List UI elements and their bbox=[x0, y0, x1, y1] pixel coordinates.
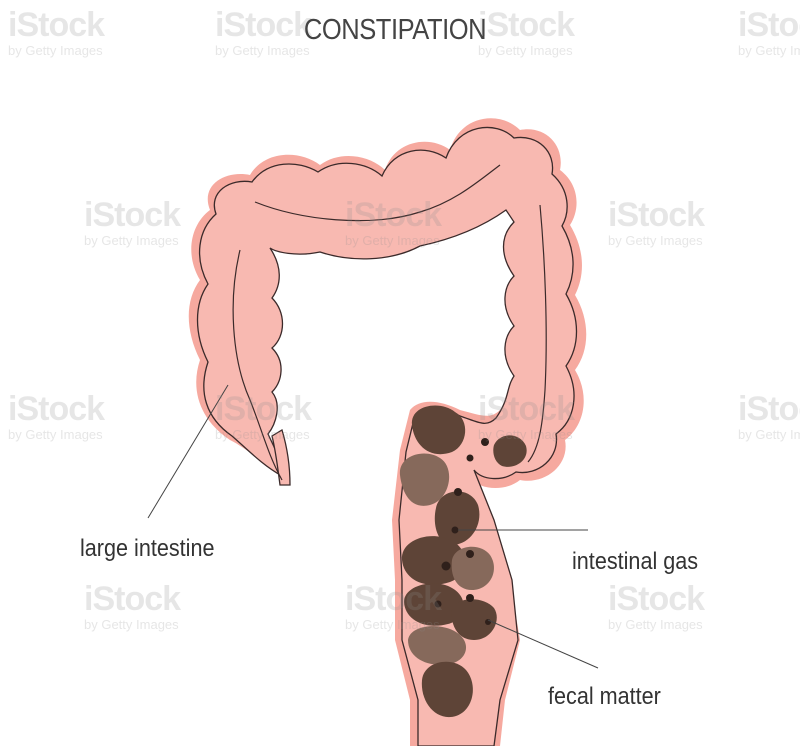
gas-bubble bbox=[435, 601, 442, 608]
gas-bubble bbox=[485, 619, 491, 625]
gas-bubble bbox=[452, 527, 459, 534]
gas-bubble bbox=[481, 438, 489, 446]
gas-bubble bbox=[467, 455, 474, 462]
label-fecal-matter: fecal matter bbox=[548, 683, 661, 711]
gas-bubble bbox=[442, 562, 451, 571]
large-intestine-body bbox=[198, 127, 577, 746]
label-large-intestine: large intestine bbox=[80, 535, 214, 563]
large-intestine-shape bbox=[189, 118, 587, 746]
leader-line-large-intestine bbox=[148, 385, 228, 518]
gas-bubble bbox=[454, 488, 462, 496]
label-intestinal-gas: intestinal gas bbox=[572, 548, 698, 576]
gas-bubble bbox=[466, 550, 474, 558]
gas-bubble bbox=[466, 594, 474, 602]
diagram-title: CONSTIPATION bbox=[47, 14, 742, 47]
